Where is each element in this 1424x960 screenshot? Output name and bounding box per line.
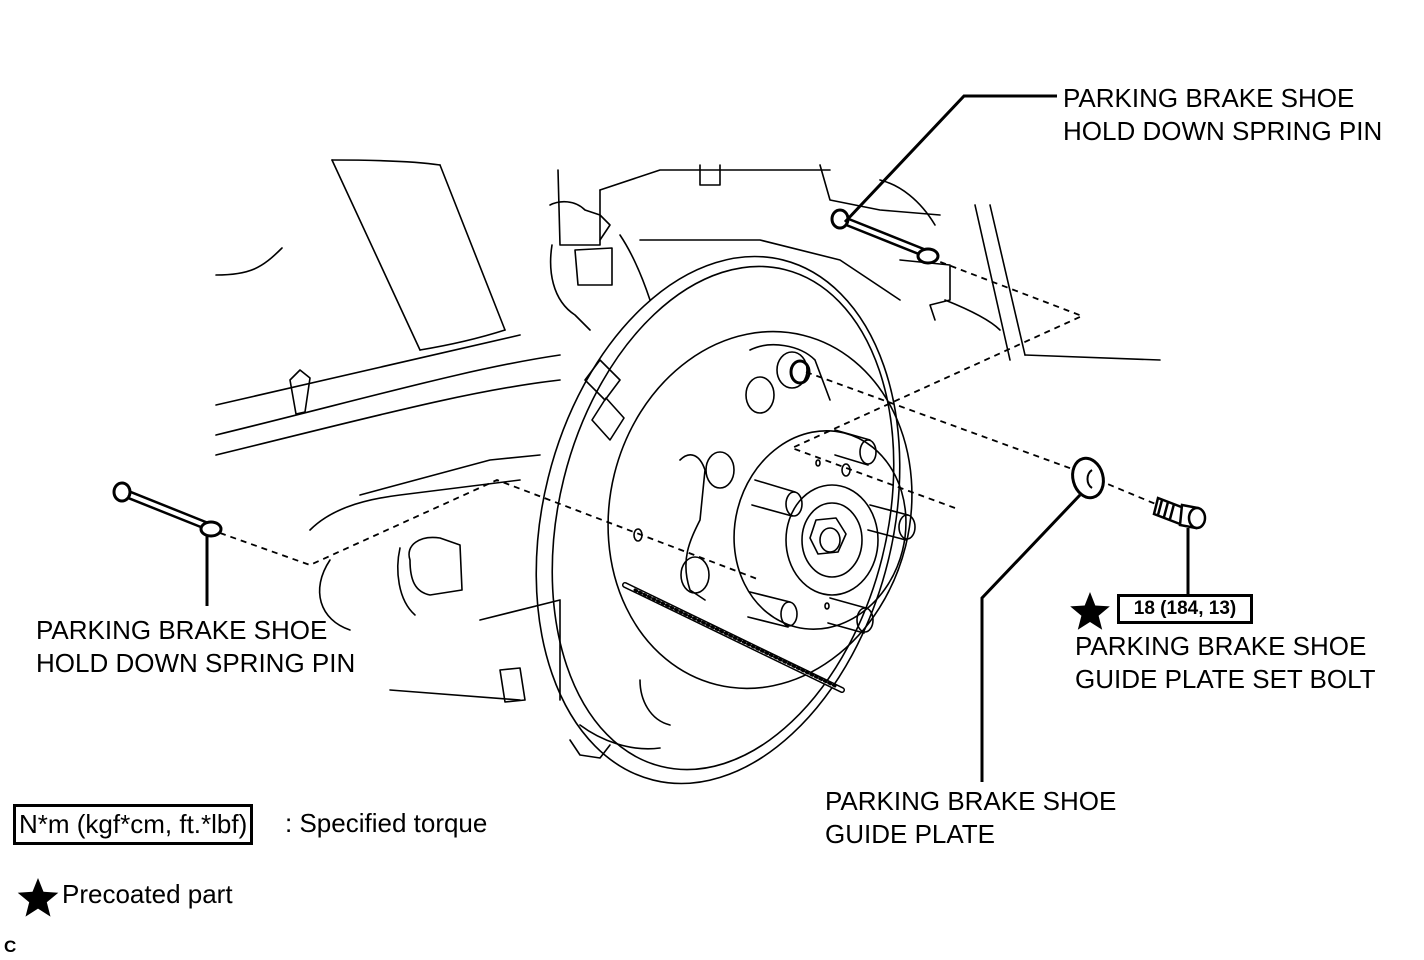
suspension-body-outline: [215, 159, 1161, 701]
parking-brake-cable: [622, 582, 845, 693]
leader-lines: [205, 94, 1190, 782]
guide-plate-washer: [1071, 456, 1105, 500]
assembly-guide-lines: [219, 257, 1159, 581]
label-line: HOLD DOWN SPRING PIN: [36, 648, 356, 678]
label-line: GUIDE PLATE SET BOLT: [1075, 664, 1376, 694]
label-guide-plate: PARKING BRAKE SHOE GUIDE PLATE: [825, 785, 1116, 851]
label-line: GUIDE PLATE: [825, 819, 996, 849]
anchor-bushing: [776, 351, 811, 389]
hold-down-pin-left: [112, 481, 223, 538]
legend-star-icon: [17, 878, 59, 917]
precoat-star-icon: [1070, 592, 1110, 630]
label-hold-down-spring-pin-left: PARKING BRAKE SHOE HOLD DOWN SPRING PIN: [36, 614, 355, 680]
axle-hub: [679, 344, 916, 634]
label-line: PARKING BRAKE SHOE: [1075, 631, 1367, 661]
mounting-holes: [633, 459, 851, 610]
legend-torque-units-box: N*m (kgf*cm, ft.*lbf): [13, 804, 254, 845]
knuckle-outline: [397, 536, 561, 703]
guide-plate-set-bolt: [1152, 496, 1207, 530]
label-hold-down-spring-pin-top: PARKING BRAKE SHOE HOLD DOWN SPRING PIN: [1063, 82, 1382, 148]
label-line: PARKING BRAKE SHOE: [36, 615, 328, 645]
legend-precoat-description: Precoated part: [62, 879, 233, 909]
label-line: PARKING BRAKE SHOE: [1063, 83, 1355, 113]
label-line: HOLD DOWN SPRING PIN: [1063, 116, 1383, 146]
figure-code: C: [4, 937, 17, 956]
label-line: PARKING BRAKE SHOE: [825, 786, 1117, 816]
legend-torque-description: : Specified torque: [285, 808, 488, 838]
brake-disc: [535, 255, 913, 785]
label-guide-plate-set-bolt: PARKING BRAKE SHOE GUIDE PLATE SET BOLT: [1075, 630, 1376, 696]
torque-spec-box: 18 (184, 13): [1117, 594, 1253, 624]
